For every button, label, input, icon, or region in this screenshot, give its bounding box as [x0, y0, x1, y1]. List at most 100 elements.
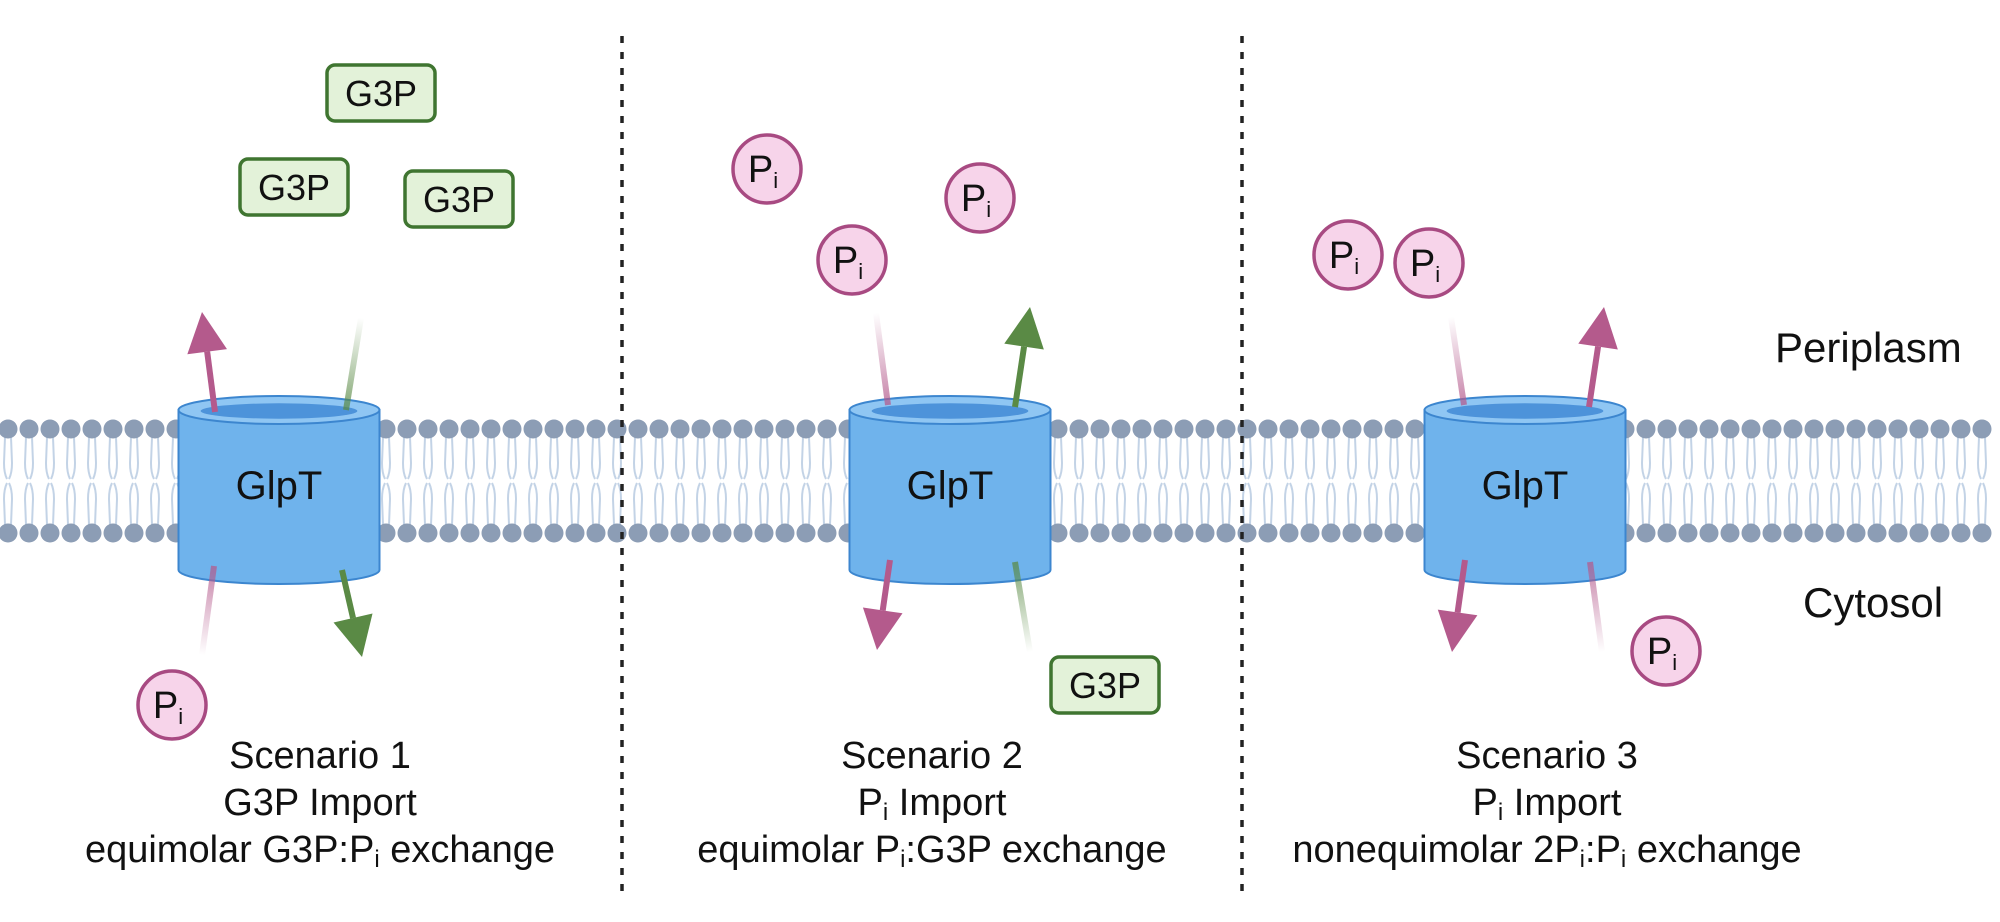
svg-text:G3P: G3P [345, 73, 417, 114]
lipid [1657, 419, 1677, 543]
svg-text:Pi: Pi [1329, 235, 1359, 279]
scenario-2-caption: Scenario 2 Pi Import equimolar Pi:G3P ex… [697, 735, 1166, 873]
transport-arrow [333, 569, 373, 657]
lipid [733, 419, 753, 543]
lipid [19, 419, 39, 543]
lipid [1174, 419, 1194, 543]
lipid [103, 419, 123, 543]
transport-arrows [187, 307, 1618, 657]
pi-molecule: Pi [816, 224, 888, 296]
lipid [124, 419, 144, 543]
lipid [1930, 419, 1950, 543]
lipid [1363, 419, 1383, 543]
g3p-molecule: G3P [325, 63, 437, 123]
substrate-trail [199, 565, 217, 656]
transport-arrow [1437, 559, 1478, 652]
lipid [817, 419, 837, 543]
svg-text:Pi: Pi [748, 149, 778, 193]
lipid [1048, 419, 1068, 543]
lipid [61, 419, 81, 543]
lipid [1090, 419, 1110, 543]
g3p-molecule: G3P [238, 157, 350, 217]
lipid [628, 419, 648, 543]
transporters: GlpT GlpT GlpT [177, 395, 1627, 585]
glpt-transporter: GlpT [1423, 395, 1627, 585]
lipid [1153, 419, 1173, 543]
lipid [1888, 419, 1908, 543]
lipid [754, 419, 774, 543]
lipid [586, 419, 606, 543]
lipid [145, 419, 165, 543]
lipid [1720, 419, 1740, 543]
svg-text:Pi: Pi [961, 178, 991, 222]
lipid [1195, 419, 1215, 543]
lipid [439, 419, 459, 543]
lipid [1972, 419, 1992, 543]
scenario-import-line: Pi Import [858, 782, 1007, 826]
lipid [1258, 419, 1278, 543]
lipid [691, 419, 711, 543]
substrate-trail [873, 312, 891, 406]
lipid [1636, 419, 1656, 543]
lipid [1825, 419, 1845, 543]
transport-arrow [1578, 307, 1618, 408]
lipid [376, 419, 396, 543]
lipid [1216, 419, 1236, 543]
lipid [712, 419, 732, 543]
lipid [1846, 419, 1866, 543]
lipid [523, 419, 543, 543]
lipid [1867, 419, 1887, 543]
svg-text:Pi: Pi [1410, 243, 1440, 287]
glpt-label: GlpT [1482, 464, 1569, 508]
g3p-molecule: G3P [403, 169, 515, 229]
lipid [82, 419, 102, 543]
lipid [1678, 419, 1698, 543]
lipid [460, 419, 480, 543]
lipid [1279, 419, 1299, 543]
scenario-title: Scenario 2 [841, 735, 1023, 777]
scenario-exchange-line: equimolar Pi:G3P exchange [697, 829, 1166, 873]
pi-molecule: Pi [731, 133, 803, 205]
substrate-trail [343, 317, 364, 411]
lipid [649, 419, 669, 543]
scenario-title: Scenario 1 [229, 735, 411, 777]
lipid [0, 419, 18, 543]
lipid [418, 419, 438, 543]
scenario-import-line: Pi Import [1473, 782, 1622, 826]
svg-text:G3P: G3P [258, 167, 330, 208]
glpt-label: GlpT [236, 464, 323, 508]
scenario-1-caption: Scenario 1 G3P Import equimolar G3P:Pi e… [85, 735, 555, 873]
substrate-trail [1448, 316, 1467, 406]
svg-text:G3P: G3P [1069, 665, 1141, 706]
glpt-transporter: GlpT [177, 395, 381, 585]
pi-molecule: Pi [944, 162, 1016, 234]
svg-text:Pi: Pi [833, 240, 863, 284]
lipid [1405, 419, 1425, 543]
svg-text:Pi: Pi [1647, 631, 1677, 675]
lipid [1321, 419, 1341, 543]
pi-molecule: Pi [1393, 227, 1465, 299]
lipid [670, 419, 690, 543]
lipid [1300, 419, 1320, 543]
lipid [502, 419, 522, 543]
glpt-transporter: GlpT [848, 395, 1052, 585]
glpt-label: GlpT [907, 464, 994, 508]
pi-molecule: Pi [136, 669, 208, 741]
lipid [1699, 419, 1719, 543]
lipid [1804, 419, 1824, 543]
transport-arrow [862, 559, 903, 650]
substrate-trail [1012, 561, 1033, 653]
lipid [1342, 419, 1362, 543]
scenario-exchange-line: nonequimolar 2Pi:Pi exchange [1292, 829, 1801, 873]
lipid [397, 419, 417, 543]
lipid [796, 419, 816, 543]
substrate-trail [1587, 561, 1605, 653]
lipid [1951, 419, 1971, 543]
lipid [1741, 419, 1761, 543]
lipid [1762, 419, 1782, 543]
lipid [481, 419, 501, 543]
lipid [1069, 419, 1089, 543]
pi-molecule: Pi [1630, 615, 1702, 687]
transport-arrow [187, 312, 227, 413]
